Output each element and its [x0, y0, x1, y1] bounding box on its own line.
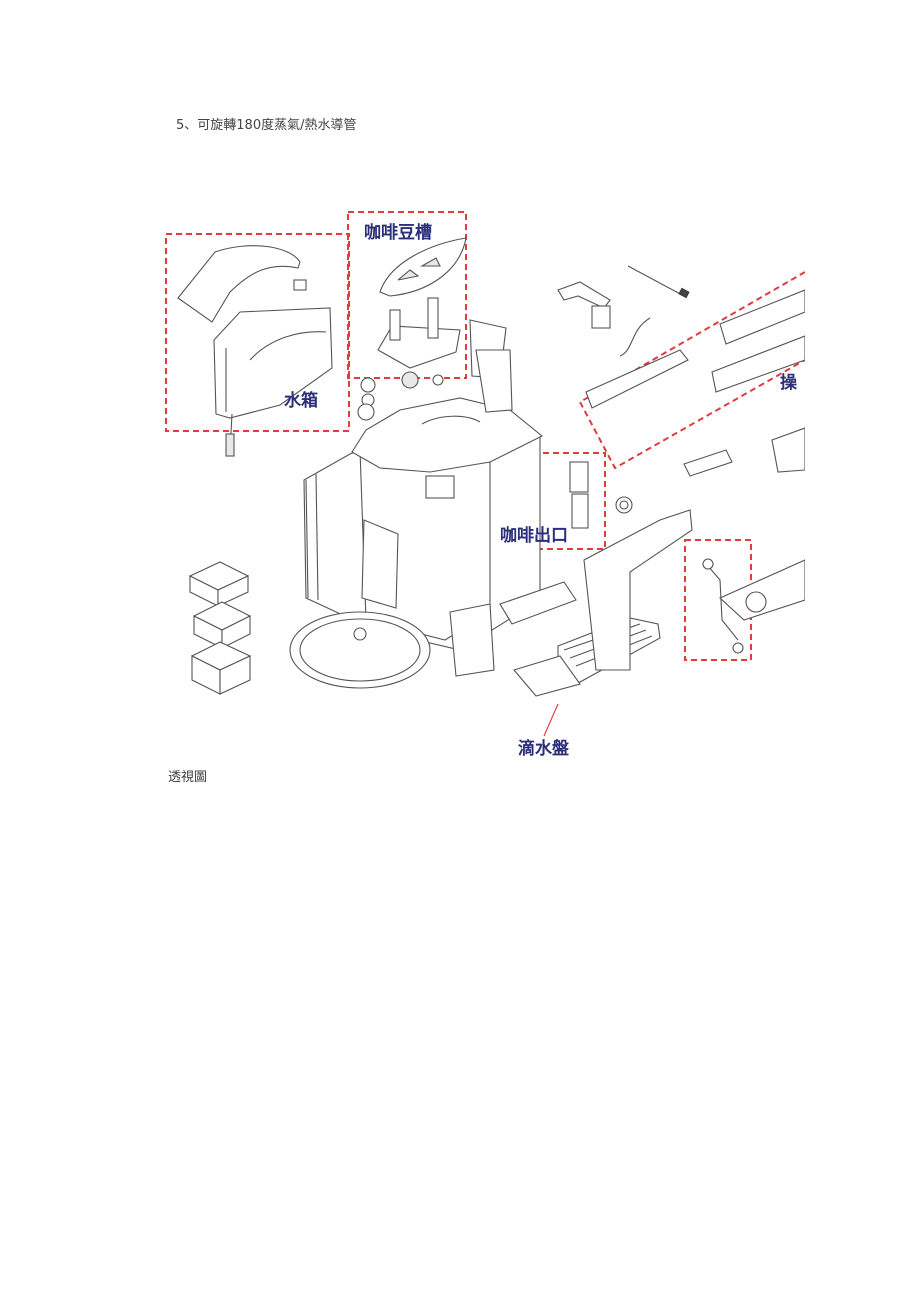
- label-control-panel: 操: [780, 372, 797, 393]
- machine-top-part: [351, 397, 544, 473]
- display-board-part: [585, 349, 689, 409]
- steam-pipe-part: [707, 565, 739, 641]
- water-hose-part: [225, 433, 235, 457]
- label-bean-hopper: 咖啡豆槽: [364, 222, 432, 243]
- base-ring-part: [289, 611, 431, 689]
- water-tank-lid-part: [177, 245, 301, 323]
- label-water-tank: 水箱: [284, 390, 318, 411]
- coffee-outlet-spout-part: [569, 461, 589, 493]
- figure-caption: 透視圖: [168, 770, 208, 785]
- label-coffee-outlet: 咖啡出口: [500, 525, 568, 546]
- water-tank-frame: [165, 233, 350, 432]
- drip-tray-pointer-line: [543, 703, 559, 737]
- front-cover-part: [583, 509, 693, 671]
- cleaning-brush-part: [627, 265, 685, 297]
- tube-accessory-part: [557, 281, 611, 309]
- exploded-view-diagram: 水箱 咖啡豆槽 咖啡出口 滴水盤 操: [165, 211, 805, 759]
- bean-hopper-lid-part: [379, 237, 467, 297]
- label-drip-tray: 滴水盤: [518, 738, 570, 759]
- water-tank-body-part: [213, 307, 333, 419]
- control-board-part: [719, 289, 805, 345]
- gasket-part: [360, 377, 376, 393]
- control-panel-frame: [578, 271, 805, 470]
- cable-part: [619, 317, 651, 357]
- coffee-outlet-frame: [492, 452, 606, 550]
- grounds-container-part: [449, 603, 495, 677]
- section-heading: 5、可旋轉180度蒸氣/熱水導管: [176, 118, 357, 133]
- tank-cap-part: [293, 279, 307, 291]
